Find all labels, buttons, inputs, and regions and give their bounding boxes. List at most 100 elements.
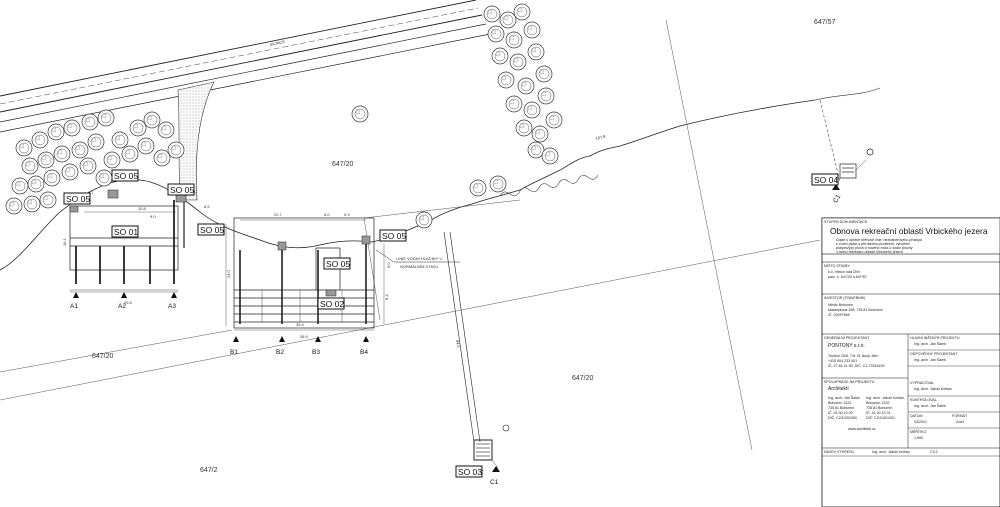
tb-sub-col2-3: 735 81 Bohumín [866,406,892,410]
dim-label: 29.5 [124,300,133,305]
tb-contractor-company: PONTONY s.r.o. [828,343,865,349]
shoreline-upper [814,87,881,101]
dim-label: 16.1 [62,237,67,246]
section-label: C1 [832,193,842,204]
tb-contractor-1: Tovární 25/8, 741 01 Nový Jičín [828,354,878,358]
tb-investor-header: INVESTOR (STAVEBNÍK) [824,296,865,300]
water-line-note: LINIE VODNÍ HLADINY V NORMÁLNÍM STAVU [375,249,460,269]
so-label-so04: SO 04 [814,175,838,185]
tb-desc-1: Dojde k úpravě břehové linie, bezbariéro… [836,238,922,242]
shoreline [0,99,816,271]
tb-sub-col2-2: Bohumín 1222 [866,401,889,405]
parcel-label: 647/20 [332,161,354,168]
water-line-label-2: NORMÁLNÍM STAVU [400,264,438,269]
tb-contractor-header: GENERÁLNÍ PROJEKTANT [824,336,870,340]
section-label: A3 [168,303,176,310]
so-label-so01: SO 01 [114,227,138,237]
parcel-boundaries [0,19,841,451]
dim-label: 24.0 [226,269,231,278]
section-arrow [171,292,177,298]
so-labels: SO 05 SO 05 SO 05 SO 05 SO 05 SO 01 SO 0… [63,169,839,478]
tb-chief-name: Ing. arch. Jan Šálek [914,341,946,346]
parcel-label: 647/20 [92,353,114,360]
dim-label: 6.0 [386,262,391,268]
so-label-so02: SO 02 [320,299,344,309]
so-box [811,173,839,186]
so-box [197,223,225,236]
so-label-so03: SO 03 [458,467,482,477]
tb-sub-col1-4: IČ: 41 00 10 00 [828,410,853,415]
tb-sub-col2-5: DIČ: CZ41001001 [866,415,895,420]
section-label: C1 [490,479,499,486]
tb-site-2: parc. č. 647/20 a 647/57 [828,275,867,279]
water-line-label-1: LINIE VODNÍ HLADINY V [396,256,442,261]
tb-desc-4: v rámci rekreační oblasti Vrbického jeze… [836,250,903,254]
so02-structure [233,217,375,329]
tb-check-name: Ing. arch. Jan Šálek [914,403,946,408]
section-arrow [279,336,285,342]
dim-label: 8.4 [384,294,389,300]
so01-pier-a [107,189,119,199]
parcel-label: 647/2 [200,467,218,474]
tb-resp-header: ODPOVĚDNÝ PROJEKTANT [910,351,958,356]
dim-label: 6.5 [204,204,210,209]
tb-sub-web: www.architekti.cz [848,427,876,431]
section-label: B1 [230,349,238,356]
section-label: A2 [118,303,126,310]
parcel-labels: 647/57 647/20 647/20 647/20 647/2 [92,19,836,474]
tb-site-header: MÍSTO STAVBY [824,264,851,268]
tb-drawn-header: VYPRACOVAL [910,381,934,385]
parcel-label: 647/20 [572,375,594,382]
so-box [317,297,345,310]
dim-label: 107.8 [595,134,607,141]
tb-check-header: KONTROLOVAL [910,398,937,402]
section-arrow [363,336,369,342]
dimension-labels: 29.5 10.8 9.0 6.5 22.7 6.0 9.3 35.4 38.9… [62,134,607,349]
tb-date-header: DATUM [910,414,923,418]
dim-label: 84.5 [455,339,461,348]
so-box [63,192,91,205]
tb-footer-name: Ing. arch. Jakub Kolhan [872,450,910,454]
tb-sub-col1-5: DIČ: CZ41001000 [828,415,857,420]
tb-scale-header: MĚŘÍTKO [910,429,927,434]
section-arrow [832,184,840,190]
tb-contractor-3: IČ: 27 81 41 59, DIČ: CZ 27814159 [828,363,885,368]
so-box [323,257,351,270]
tb-format-header: FORMÁT [952,414,968,418]
tb-drawn-name: Ing. arch. Jakub Kolhan [914,387,952,391]
tb-resp-name: Ing. arch. Jan Šálek [914,357,946,362]
title-box [821,217,1000,255]
so-label-so05-d: SO 05 [200,225,224,235]
tb-sub-header: SPOLUPRÁCE NA PROJEKTU [824,380,875,384]
tb-footer-label: NÁZEV VÝKRESU [824,450,855,454]
so03-walkway [443,231,510,469]
tb-investor-3: IČ: 00297569 [828,312,850,317]
tb-site-1: k.ú. Vrbice nad Ohří [828,270,860,274]
tb-investor-1: Město Bohumín [828,303,853,307]
so-box [167,183,195,196]
so-box [455,465,483,478]
dim-label: 9.0 [150,214,156,219]
tb-sub-col1-3: 735 81 Bohumín [828,406,854,410]
shoreline-wave [499,175,599,197]
section-arrow [121,292,127,298]
section-label: B3 [312,349,320,356]
so-box [111,169,139,182]
dim-label: 6.0 [324,212,330,217]
so02-pier-c [325,289,337,297]
section-arrow [73,292,79,298]
so01-pier-c [69,205,79,213]
tb-footer-code: C3.2 [930,450,938,454]
tb-scale-value: 1:500 [914,436,923,440]
so02-pier-b [361,235,371,245]
tb-desc-3: pobytových ploch a nového mola u vodní p… [836,246,913,250]
tb-chief-header: HLAVNÍ INŽENÝR PROJEKTU [910,335,960,340]
dim-label: 38.9 [300,334,309,339]
dim-label: 10.8 [138,206,147,211]
tb-project-name: Obnova rekreační oblasti Vrbického jezer… [830,226,988,236]
so-label-so05-b: SO 05 [114,171,138,181]
section-label: B4 [360,349,368,356]
road: SILNICE [0,0,491,133]
so-label-so05-c: SO 05 [170,185,194,195]
path-from-road [177,81,215,201]
